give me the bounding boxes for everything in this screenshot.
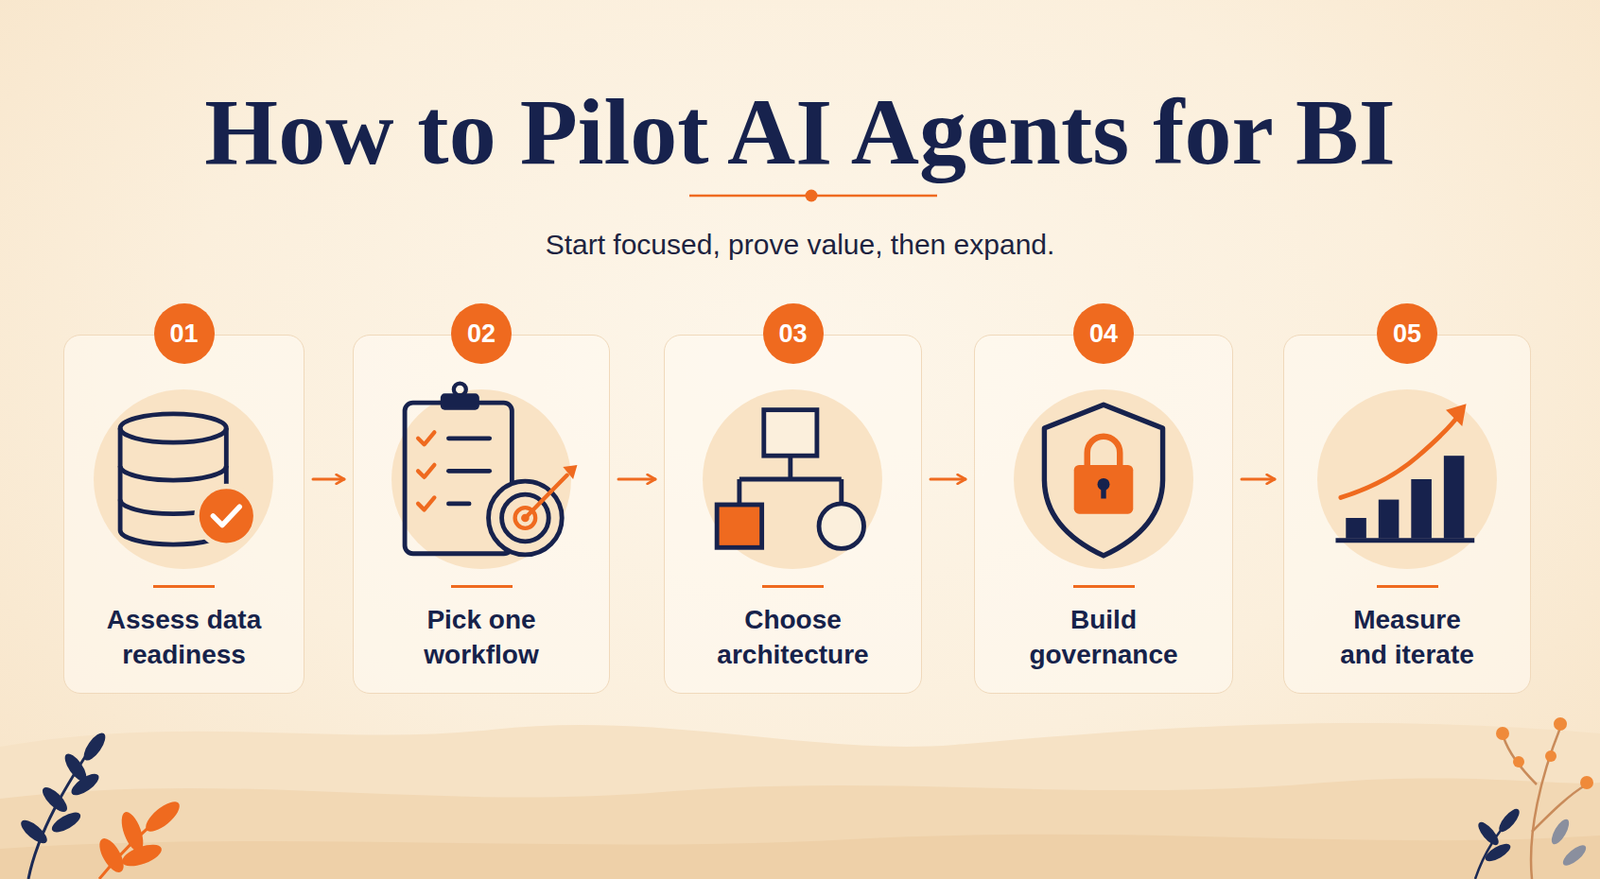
database-body bbox=[120, 428, 227, 545]
lock-keyhole bbox=[1100, 484, 1106, 499]
plant-leaf bbox=[17, 817, 51, 849]
step-number: 03 bbox=[763, 303, 824, 365]
label-dash bbox=[1073, 585, 1135, 589]
dart-shaft bbox=[524, 475, 567, 519]
flow-arrow bbox=[618, 478, 656, 482]
lock-keyhole bbox=[1097, 478, 1111, 491]
chart-bar bbox=[1443, 455, 1465, 539]
icon-backdrop bbox=[93, 389, 274, 570]
plant-stem bbox=[1503, 737, 1537, 785]
list-line bbox=[448, 501, 470, 506]
plant-leaf bbox=[1560, 842, 1590, 870]
check-mark bbox=[417, 432, 435, 445]
trend-curve bbox=[1340, 416, 1459, 498]
icon-backdrop bbox=[391, 389, 572, 570]
growth-chart-icon bbox=[1317, 389, 1497, 570]
plant-berry bbox=[1495, 727, 1510, 741]
plant-berry bbox=[1545, 750, 1557, 763]
divider-dot bbox=[805, 190, 818, 203]
icon-backdrop bbox=[1317, 389, 1497, 570]
hierarchy-leaf bbox=[818, 504, 864, 549]
trend-arrowhead bbox=[1445, 403, 1467, 427]
clipboard-icon bbox=[391, 383, 577, 570]
step-number: 02 bbox=[451, 303, 512, 365]
lock-body bbox=[1074, 465, 1134, 515]
plant-leaf bbox=[119, 840, 165, 871]
icon-backdrop bbox=[1013, 389, 1194, 570]
target-ring bbox=[502, 494, 550, 542]
diagram-title: How to Pilot AI Agents for BI bbox=[0, 73, 1600, 192]
plant-berry bbox=[1580, 776, 1594, 790]
hill-back bbox=[0, 723, 1600, 879]
list-line bbox=[448, 469, 489, 474]
shield-outline bbox=[1043, 404, 1163, 557]
plant-berry bbox=[1513, 756, 1525, 768]
label-dash bbox=[762, 585, 824, 589]
target-center bbox=[521, 514, 530, 523]
step-label: Pick one workflow bbox=[396, 602, 567, 673]
clipboard-loop bbox=[453, 383, 467, 397]
database-band bbox=[120, 466, 227, 481]
step-card: 03Choose architecture bbox=[663, 334, 922, 695]
label-dash bbox=[1376, 585, 1439, 589]
clipboard-board bbox=[404, 402, 512, 555]
step-card: 01Assess data readiness bbox=[63, 334, 305, 695]
icon-backdrop bbox=[702, 389, 883, 570]
chart-bar bbox=[1345, 518, 1367, 540]
database-icon bbox=[93, 389, 274, 570]
lock-shackle bbox=[1087, 436, 1121, 468]
plant-left bbox=[17, 730, 184, 879]
plant-leaf bbox=[140, 797, 184, 837]
dart-fletching bbox=[562, 465, 577, 480]
hierarchy-root bbox=[764, 410, 818, 457]
step-label: Choose architecture bbox=[703, 602, 884, 673]
governance-icon bbox=[1013, 389, 1194, 570]
step-label: Measure and iterate bbox=[1334, 602, 1481, 673]
hierarchy-leaf bbox=[716, 504, 762, 548]
hierarchy-links bbox=[739, 455, 842, 505]
diagram-subtitle: Start focused, prove value, then expand. bbox=[0, 225, 1600, 265]
target-ring bbox=[488, 481, 563, 556]
chart-bar bbox=[1378, 500, 1400, 540]
database-band bbox=[120, 500, 227, 515]
target-ring bbox=[515, 507, 537, 529]
step-number: 05 bbox=[1376, 303, 1438, 365]
architecture-icon bbox=[702, 389, 883, 570]
step-number: 01 bbox=[154, 303, 215, 365]
flow-arrow bbox=[313, 478, 345, 482]
database-top bbox=[120, 414, 227, 443]
chart-bar bbox=[1410, 479, 1432, 540]
label-dash bbox=[451, 585, 513, 589]
step-card: 05Measure and iterate bbox=[1283, 334, 1531, 695]
check-badge bbox=[196, 486, 257, 547]
step-label: Build governance bbox=[1018, 602, 1189, 673]
plant-berry bbox=[1553, 717, 1567, 731]
hill-mid bbox=[0, 778, 1600, 879]
plant-leaf bbox=[1547, 817, 1572, 848]
plant-leaf bbox=[1482, 840, 1514, 865]
step-number: 04 bbox=[1073, 303, 1134, 365]
step-label: Assess data readiness bbox=[99, 602, 270, 673]
plant-leaf bbox=[80, 730, 110, 765]
clipboard-clip bbox=[440, 393, 480, 410]
step-card: 02Pick one workflow bbox=[352, 334, 610, 695]
plant-leaf bbox=[38, 783, 71, 817]
plant-leaf bbox=[1495, 806, 1523, 836]
check-mark bbox=[417, 497, 435, 510]
flow-arrow bbox=[930, 478, 966, 482]
chart-axis bbox=[1335, 538, 1475, 543]
plant-leaf bbox=[94, 834, 129, 877]
check-mark bbox=[417, 465, 435, 478]
check-mark bbox=[212, 506, 240, 525]
hill-front bbox=[0, 834, 1600, 879]
plant-leaf bbox=[1475, 819, 1502, 850]
plant-leaf bbox=[49, 808, 84, 836]
plant-stem bbox=[1530, 728, 1561, 879]
plant-right bbox=[1475, 717, 1594, 879]
list-line bbox=[448, 435, 489, 441]
label-dash bbox=[153, 585, 215, 589]
step-card: 04Build governance bbox=[973, 334, 1234, 695]
flow-arrow bbox=[1241, 478, 1275, 482]
plant-leaf bbox=[68, 770, 103, 800]
